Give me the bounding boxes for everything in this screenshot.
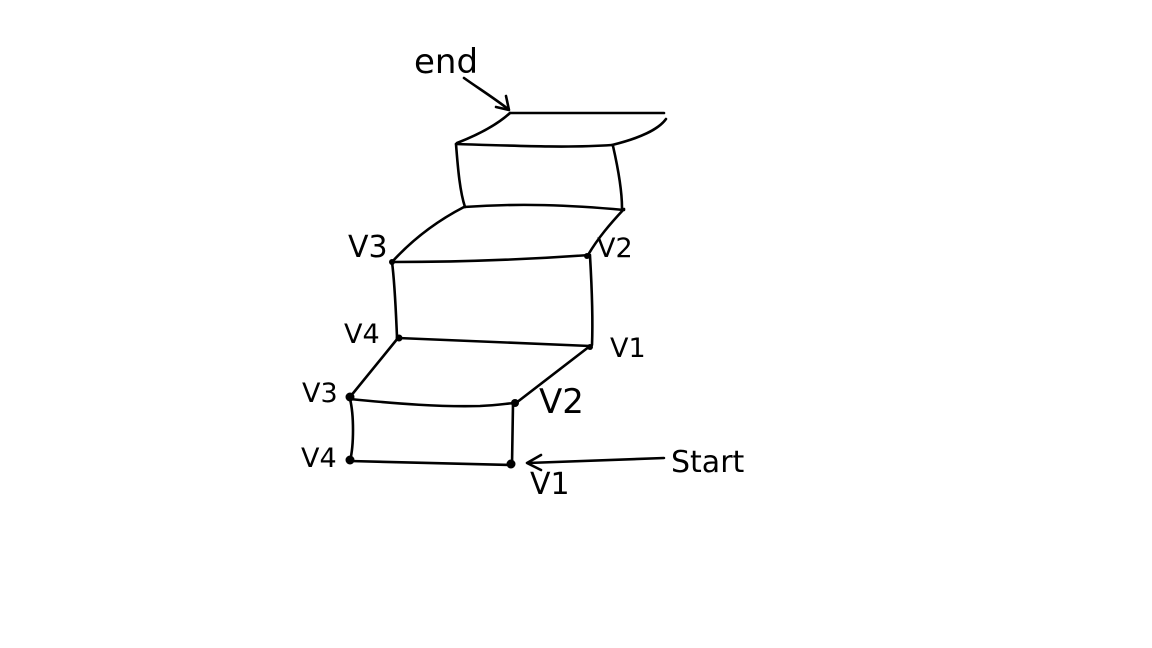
- vertex-dot-v2-bottom: [511, 399, 519, 407]
- v1-upper-label: V1: [610, 333, 646, 364]
- step-2: [390, 203, 626, 347]
- step-1-riser-left-edge: [348, 397, 355, 463]
- end-arrow: [462, 76, 511, 112]
- vertex-dot-v3-upper: [389, 259, 395, 265]
- v2-upper-label: V2: [597, 233, 633, 264]
- step-1-tread-left-edge: [348, 336, 400, 399]
- start-label: Start: [671, 445, 745, 480]
- end-label: end: [414, 42, 478, 82]
- step-1-riser-right-edge: [510, 402, 515, 467]
- vertex-dot-v4-bottom: [345, 455, 355, 465]
- step-2-tread-left-edge: [390, 205, 466, 264]
- end-arrow-shaft: [462, 76, 510, 111]
- v3-upper-label: V3: [348, 230, 388, 265]
- v2-bottom-label: V2: [539, 382, 584, 422]
- step-1-tread-right-edge: [514, 344, 592, 405]
- vertex-dot-v3-bottom: [345, 392, 355, 402]
- vertex-dot-v4-upper: [395, 334, 403, 342]
- step-2-riser-top-edge: [390, 253, 592, 264]
- vertex-dot-v2-upper: [584, 253, 590, 259]
- step-3-riser-top-edge: [454, 142, 614, 148]
- step-3: [454, 142, 624, 210]
- step-3-riser-left-edge: [454, 142, 467, 209]
- v4-bottom-label: V4: [301, 443, 337, 474]
- top-landing-left-edge: [455, 111, 512, 145]
- top-landing: [455, 111, 668, 147]
- step-2-riser-right-edge: [588, 254, 594, 347]
- start-arrow-shaft: [526, 456, 666, 465]
- vertex-dot-v1-upper: [587, 344, 593, 350]
- step-2-riser-left-edge: [390, 260, 399, 339]
- end-arrow-head: [494, 94, 511, 112]
- step-3-riser-right-edge: [611, 144, 624, 210]
- step-2-tread-back-edge: [462, 203, 626, 212]
- step-1-tread-back-edge: [396, 336, 592, 348]
- v4-upper-label: V4: [344, 319, 380, 350]
- v1-bottom-label: V1: [530, 467, 570, 502]
- start-arrow: [525, 453, 666, 472]
- step-1-riser-top-edge: [348, 397, 518, 408]
- v3-bottom-label: V3: [302, 378, 338, 409]
- step-2-tread-right-edge: [586, 207, 626, 257]
- step-1-riser-bottom-edge: [348, 459, 514, 467]
- top-landing-right-edge: [610, 117, 668, 147]
- vertex-dot-v1-bottom: [506, 459, 516, 469]
- start-arrow-head: [525, 453, 543, 472]
- step-1: [348, 336, 592, 467]
